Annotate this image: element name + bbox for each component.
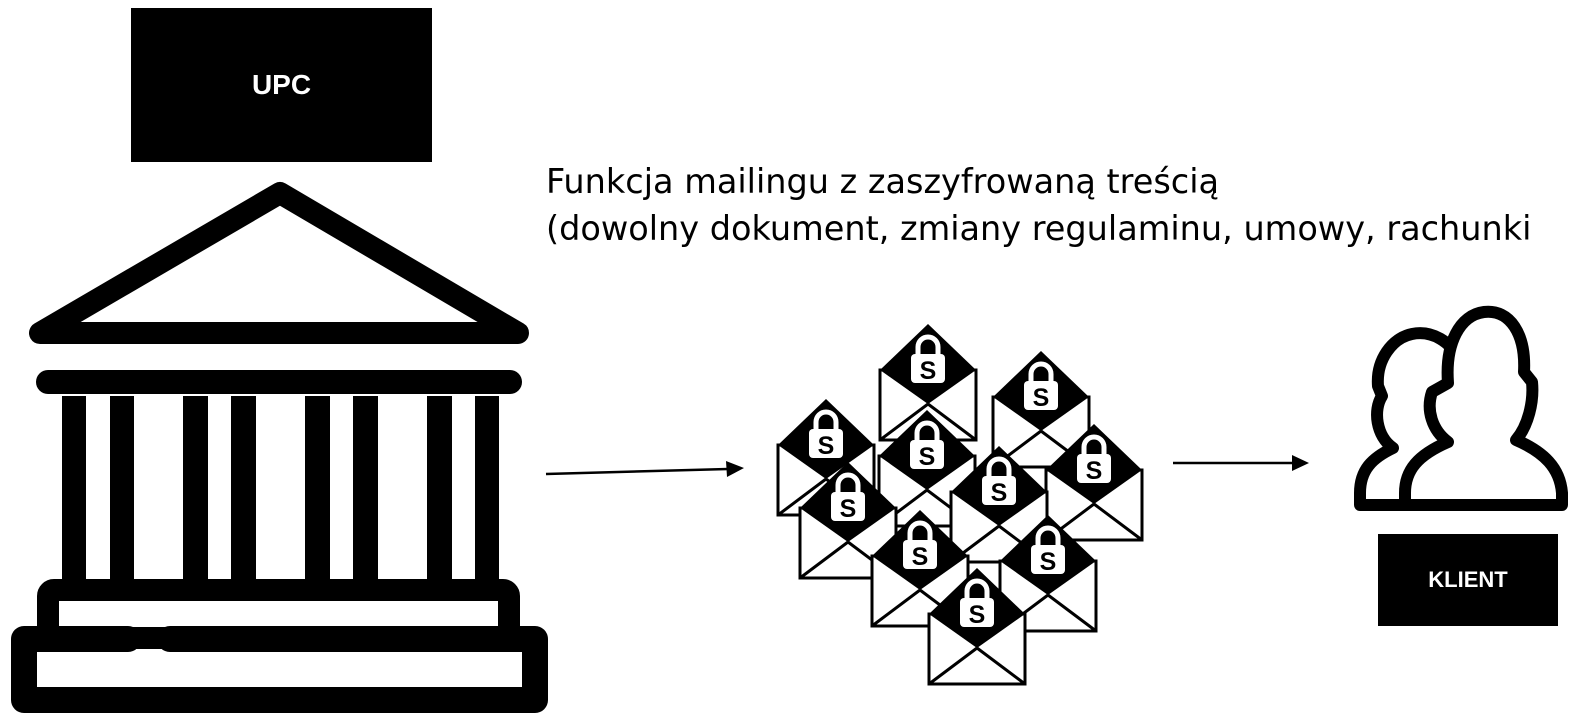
caption-line-2: (dowolny dokument, zmiany regulaminu, um… bbox=[546, 209, 1532, 248]
upc-label-box: UPC bbox=[131, 8, 432, 162]
klient-label-box: KLIENT bbox=[1378, 534, 1558, 626]
arrow-envelopes-to-klient bbox=[1173, 455, 1309, 471]
caption-line-1: Funkcja mailingu z zaszyfrowaną treścią bbox=[546, 162, 1220, 201]
diagram-caption: Funkcja mailingu z zaszyfrowaną treścią … bbox=[546, 158, 1531, 252]
klient-label: KLIENT bbox=[1428, 567, 1508, 592]
arrow-upc-to-envelopes bbox=[545, 461, 744, 477]
upc-label: UPC bbox=[251, 69, 312, 100]
